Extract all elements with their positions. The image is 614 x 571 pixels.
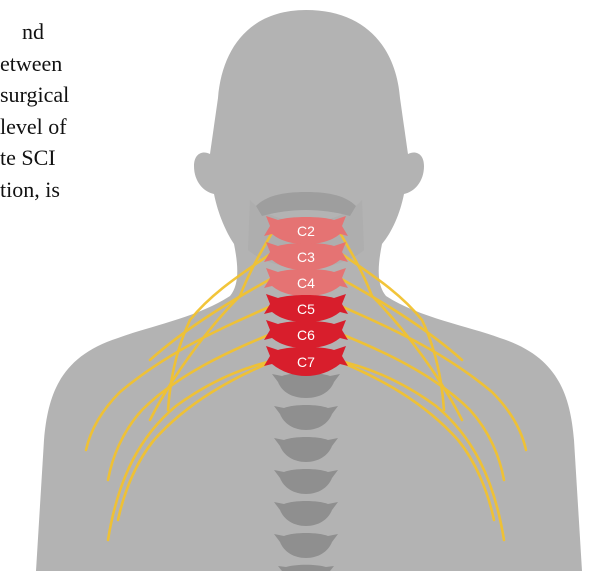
label-c4: C4 <box>297 275 315 291</box>
label-c7: C7 <box>297 354 315 370</box>
label-c6: C6 <box>297 327 315 343</box>
label-c3: C3 <box>297 249 315 265</box>
label-c2: C2 <box>297 223 315 239</box>
label-c5: C5 <box>297 301 315 317</box>
